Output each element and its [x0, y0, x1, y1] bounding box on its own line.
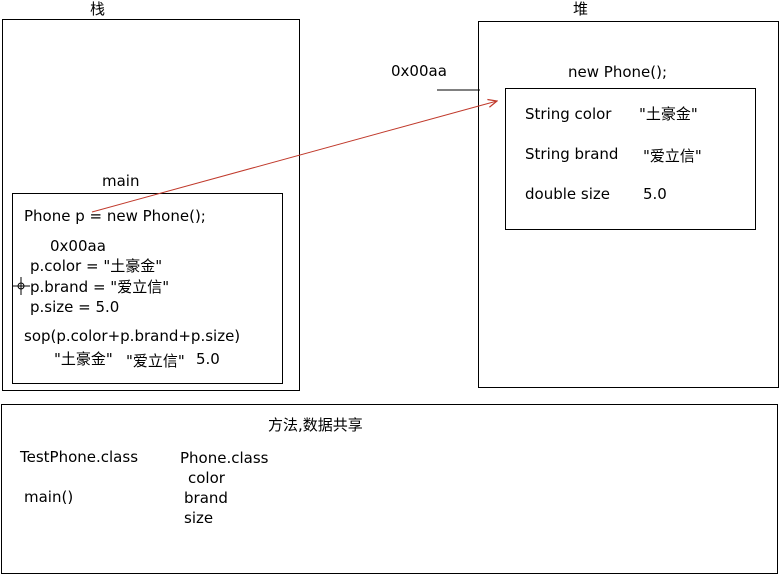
code-line-new-phone: Phone p = new Phone(); [24, 207, 206, 225]
code-line-brand: p.brand = "爱立信" [30, 278, 170, 296]
output-color: "土豪金" [54, 350, 113, 368]
member-size: size [184, 509, 214, 527]
heap-address: 0x00aa [391, 62, 447, 80]
output-size: 5.0 [196, 350, 220, 368]
field-name-size: double size [525, 185, 610, 203]
field-name-color: String color [525, 105, 612, 123]
reference-arrow [91, 101, 497, 213]
class-name-testphone: TestPhone.class [20, 448, 139, 466]
class-name-phone: Phone.class [180, 449, 269, 467]
crosshair-cursor-icon [12, 277, 30, 295]
stack-title: 栈 [90, 0, 106, 18]
field-value-color: "土豪金" [639, 105, 698, 123]
field-name-brand: String brand [525, 145, 619, 163]
code-line-color: p.color = "土豪金" [30, 257, 163, 275]
heap-title: 堆 [573, 0, 589, 18]
main-frame [12, 193, 283, 384]
member-brand: brand [184, 489, 228, 507]
member-color: color [188, 469, 225, 487]
phone-object [505, 88, 756, 230]
output-brand: "爱立信" [126, 352, 185, 370]
field-value-size: 5.0 [643, 185, 667, 203]
code-line-size: p.size = 5.0 [30, 298, 120, 316]
field-value-brand: "爱立信" [643, 147, 702, 165]
code-line-address: 0x00aa [50, 237, 106, 255]
method-area-title: 方法,数据共享 [268, 416, 363, 434]
code-line-sop: sop(p.color+p.brand+p.size) [24, 327, 241, 345]
main-frame-label: main [102, 172, 140, 190]
stack-region [2, 19, 300, 391]
member-main: main() [24, 488, 74, 506]
heap-object-label: new Phone(); [568, 63, 667, 81]
